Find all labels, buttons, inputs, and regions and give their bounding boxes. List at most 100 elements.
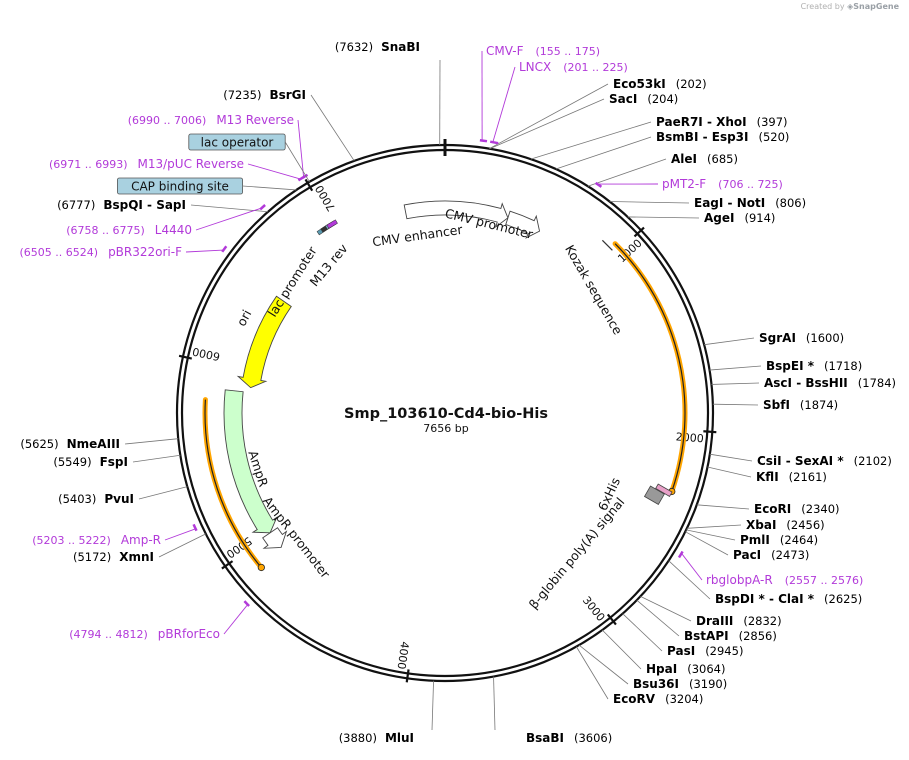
site-bsu36i: Bsu36I(3190) [578,644,727,691]
site-hpai: HpaI(3064) [601,629,725,676]
primer-label: (4794 .. 4812) pBRforEco [69,627,220,641]
site-nmeaiii: (5625)NmeAIII [20,437,179,451]
leader-line [622,613,663,652]
leader-line [190,204,269,213]
site-name: BspQI [103,198,143,212]
site-xmni: (5172)XmnI [73,533,206,564]
site-name: SgrAI [759,331,796,345]
primer-label: pMT2-F(706 .. 725) [662,177,783,191]
leader-line [247,163,301,180]
primer-label: (6971 .. 6993)M13/pUC Reverse [49,157,244,171]
leader-line [242,185,297,191]
site-name: PmlI [740,533,770,547]
leader-line [707,466,752,478]
site-position: (2625) [824,592,862,606]
site-name: DraIII [696,614,733,628]
site-name: KflI [756,470,779,484]
primer-range: (2557 .. 2576) [785,574,864,587]
scale-tick [633,226,645,238]
primer-label: LNCX (201 .. 225) [519,60,628,74]
site-ecorv: EcoRV(3204) [575,646,703,706]
leader-line [530,121,652,160]
site-position: (7235) [223,88,261,102]
site-name-2: - ClaI * [765,592,815,606]
site-position: (806) [775,196,806,210]
primer-name: Amp-R [121,533,161,547]
site-name: EagI [694,196,723,210]
site-pmli: PmlI (2464) [686,529,818,547]
scale-tick [606,613,617,626]
site-name: CsiI [757,454,782,468]
scale-tick-label: 6000 [191,345,221,364]
site-position: (5172) [73,550,111,564]
site-position: (685) [707,152,738,166]
leader-line [195,207,262,231]
site-label: (6777)BspQI - SapI [57,198,186,212]
scale-tick-label: 4000 [394,641,411,671]
snapgene-credit: Created by ◈SnapGene [801,2,899,11]
site-position: (2832) [743,614,781,628]
site-name: MluI [385,731,414,745]
site-position: (2340) [801,502,839,516]
orf-highlight [612,241,688,494]
site-position: (3064) [687,662,725,676]
feature-label-cmv-enhancer: CMV enhancer [371,222,464,250]
leader-line [555,136,652,170]
orf-line [204,399,262,568]
primer-binding-mark [677,550,684,559]
leader-line [297,119,305,178]
primer-name: pBRforEco [158,627,220,641]
site-agei: AgeI(914) [627,211,775,225]
orf-arrowhead [257,563,265,572]
primer-range: (201 .. 225) [563,61,628,74]
leader-line [284,141,310,182]
site-label: KflI (2161) [756,470,827,484]
scale-tick [703,430,717,434]
site-position: (6777) [57,198,95,212]
his-tag-block [655,483,673,497]
site-bspei: BspEI *(1718) [709,359,862,373]
leader-line [627,216,700,219]
site-kfli: KflI (2161) [707,466,827,484]
primer-pbrforeco: (4794 .. 4812) pBRforEco [69,600,250,641]
plasmid-length: 7656 bp [423,422,468,435]
site-name: AscI [764,376,792,390]
leader-line [636,599,680,637]
leader-line [704,337,755,346]
site-position: (202) [676,77,707,91]
site-name: BspDI * [715,592,765,606]
site-position: (2161) [789,470,827,484]
site-label: (5625)NmeAIII [20,437,120,451]
primer-name: LNCX [519,60,551,74]
site-position: (1718) [824,359,862,373]
primer-range: (6971 .. 6993) [49,158,128,171]
primer-name: rbglobpA-R [706,573,773,587]
primer-range: (5203 .. 5222) [32,534,111,547]
primer-binding-mark [243,600,250,607]
site-eco53ki: Eco53kI(202) [489,77,707,150]
leader-line [668,560,711,600]
primer-label: CMV-F(155 .. 175) [486,44,600,58]
leader-line [609,201,690,204]
site-position: (204) [647,92,678,106]
site-label: CsiI - SexAI *(2102) [757,454,892,468]
site-position: (3204) [665,692,703,706]
leader-line [601,629,642,670]
site-name: SacI [609,92,637,106]
site-fspi: (5549)FspI [53,454,181,469]
site-name: BsaBI [526,731,564,745]
site-position: (5549) [53,455,91,469]
site-position: (3190) [689,677,727,691]
site-bsabi: BsaBI(3606) [493,676,612,745]
site-position: (2464) [780,533,818,547]
primer-name: pMT2-F [662,177,706,191]
primer-binding-mark [221,245,228,253]
credit-prefix: Created by [800,2,845,11]
primer-name: CMV-F [486,44,524,58]
primer-range: (4794 .. 4812) [69,628,148,641]
primer-label: (6990 .. 7006)M13 Reverse [128,113,294,127]
leader-line [158,533,206,558]
site-position: (2945) [705,644,743,658]
site-name: EcoRI [754,502,791,516]
site-label: SgrAI(1600) [759,331,844,345]
